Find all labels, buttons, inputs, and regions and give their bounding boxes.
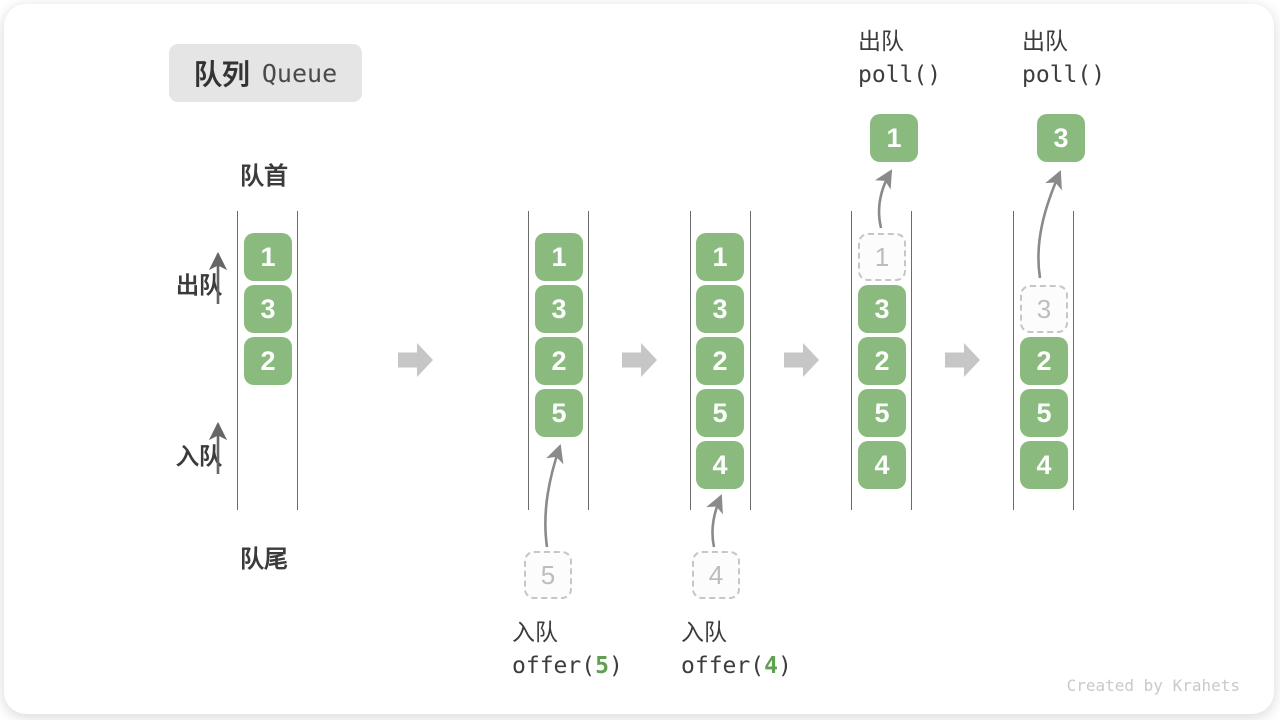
op-offer-4-label: 入队 xyxy=(681,619,727,645)
queue-element: 2 xyxy=(1020,337,1068,385)
queue-element: 1 xyxy=(696,233,744,281)
queue-column-2 xyxy=(528,211,589,510)
queue-element: 3 xyxy=(696,285,744,333)
op-offer-5-label: 入队 xyxy=(512,619,558,645)
removed-slot: 1 xyxy=(858,233,906,281)
queue-element: 5 xyxy=(858,389,906,437)
queue-element: 2 xyxy=(244,337,292,385)
queue-column-1 xyxy=(237,211,298,510)
op-poll-2-code: poll() xyxy=(1022,62,1106,88)
label-dequeue-side: 出队 xyxy=(176,272,222,298)
queue-element: 5 xyxy=(1020,389,1068,437)
op-offer-5-code: offer(5) xyxy=(512,653,623,679)
op-poll-1-code: poll() xyxy=(858,62,942,88)
queue-element: 4 xyxy=(1020,441,1068,489)
queue-element: 3 xyxy=(535,285,583,333)
queue-element: 2 xyxy=(858,337,906,385)
title-en: Queue xyxy=(261,58,338,88)
queue-column-3 xyxy=(690,211,751,510)
queue-element: 2 xyxy=(535,337,583,385)
queue-element: 1 xyxy=(535,233,583,281)
label-queue-rear: 队尾 xyxy=(240,546,288,573)
op-poll-1-label: 出队 xyxy=(858,28,904,54)
queue-element: 2 xyxy=(696,337,744,385)
diagram-card xyxy=(4,4,1274,714)
queue-element: 4 xyxy=(858,441,906,489)
op-poll-2: 出队 poll() xyxy=(1022,30,1105,87)
queue-element: 3 xyxy=(244,285,292,333)
queue-element: 4 xyxy=(696,441,744,489)
title-box: 队列 Queue xyxy=(169,44,362,102)
op-offer-4-arg: 4 xyxy=(764,653,778,679)
op-offer-5-arg: 5 xyxy=(595,653,609,679)
queue-element: 5 xyxy=(535,389,583,437)
queue-element: 1 xyxy=(244,233,292,281)
queue-column-4 xyxy=(851,211,912,510)
title-zh: 队列 xyxy=(193,59,250,90)
op-offer-4: 入队 offer(4) xyxy=(681,621,792,678)
removed-slot: 3 xyxy=(1020,285,1068,333)
op-poll-1: 出队 poll() xyxy=(858,30,941,87)
label-enqueue-side: 入队 xyxy=(176,443,222,469)
queue-element: 3 xyxy=(858,285,906,333)
dequeued-element: 1 xyxy=(870,114,918,162)
op-offer-4-code: offer(4) xyxy=(681,653,792,679)
op-poll-2-label: 出队 xyxy=(1022,28,1068,54)
staging-box: 4 xyxy=(692,551,740,599)
dequeued-element: 3 xyxy=(1037,114,1085,162)
watermark: Created by Krahets xyxy=(1066,676,1240,695)
queue-column-5 xyxy=(1013,211,1074,510)
label-queue-front: 队首 xyxy=(240,163,288,190)
staging-box: 5 xyxy=(524,551,572,599)
op-offer-5: 入队 offer(5) xyxy=(512,621,623,678)
queue-element: 5 xyxy=(696,389,744,437)
